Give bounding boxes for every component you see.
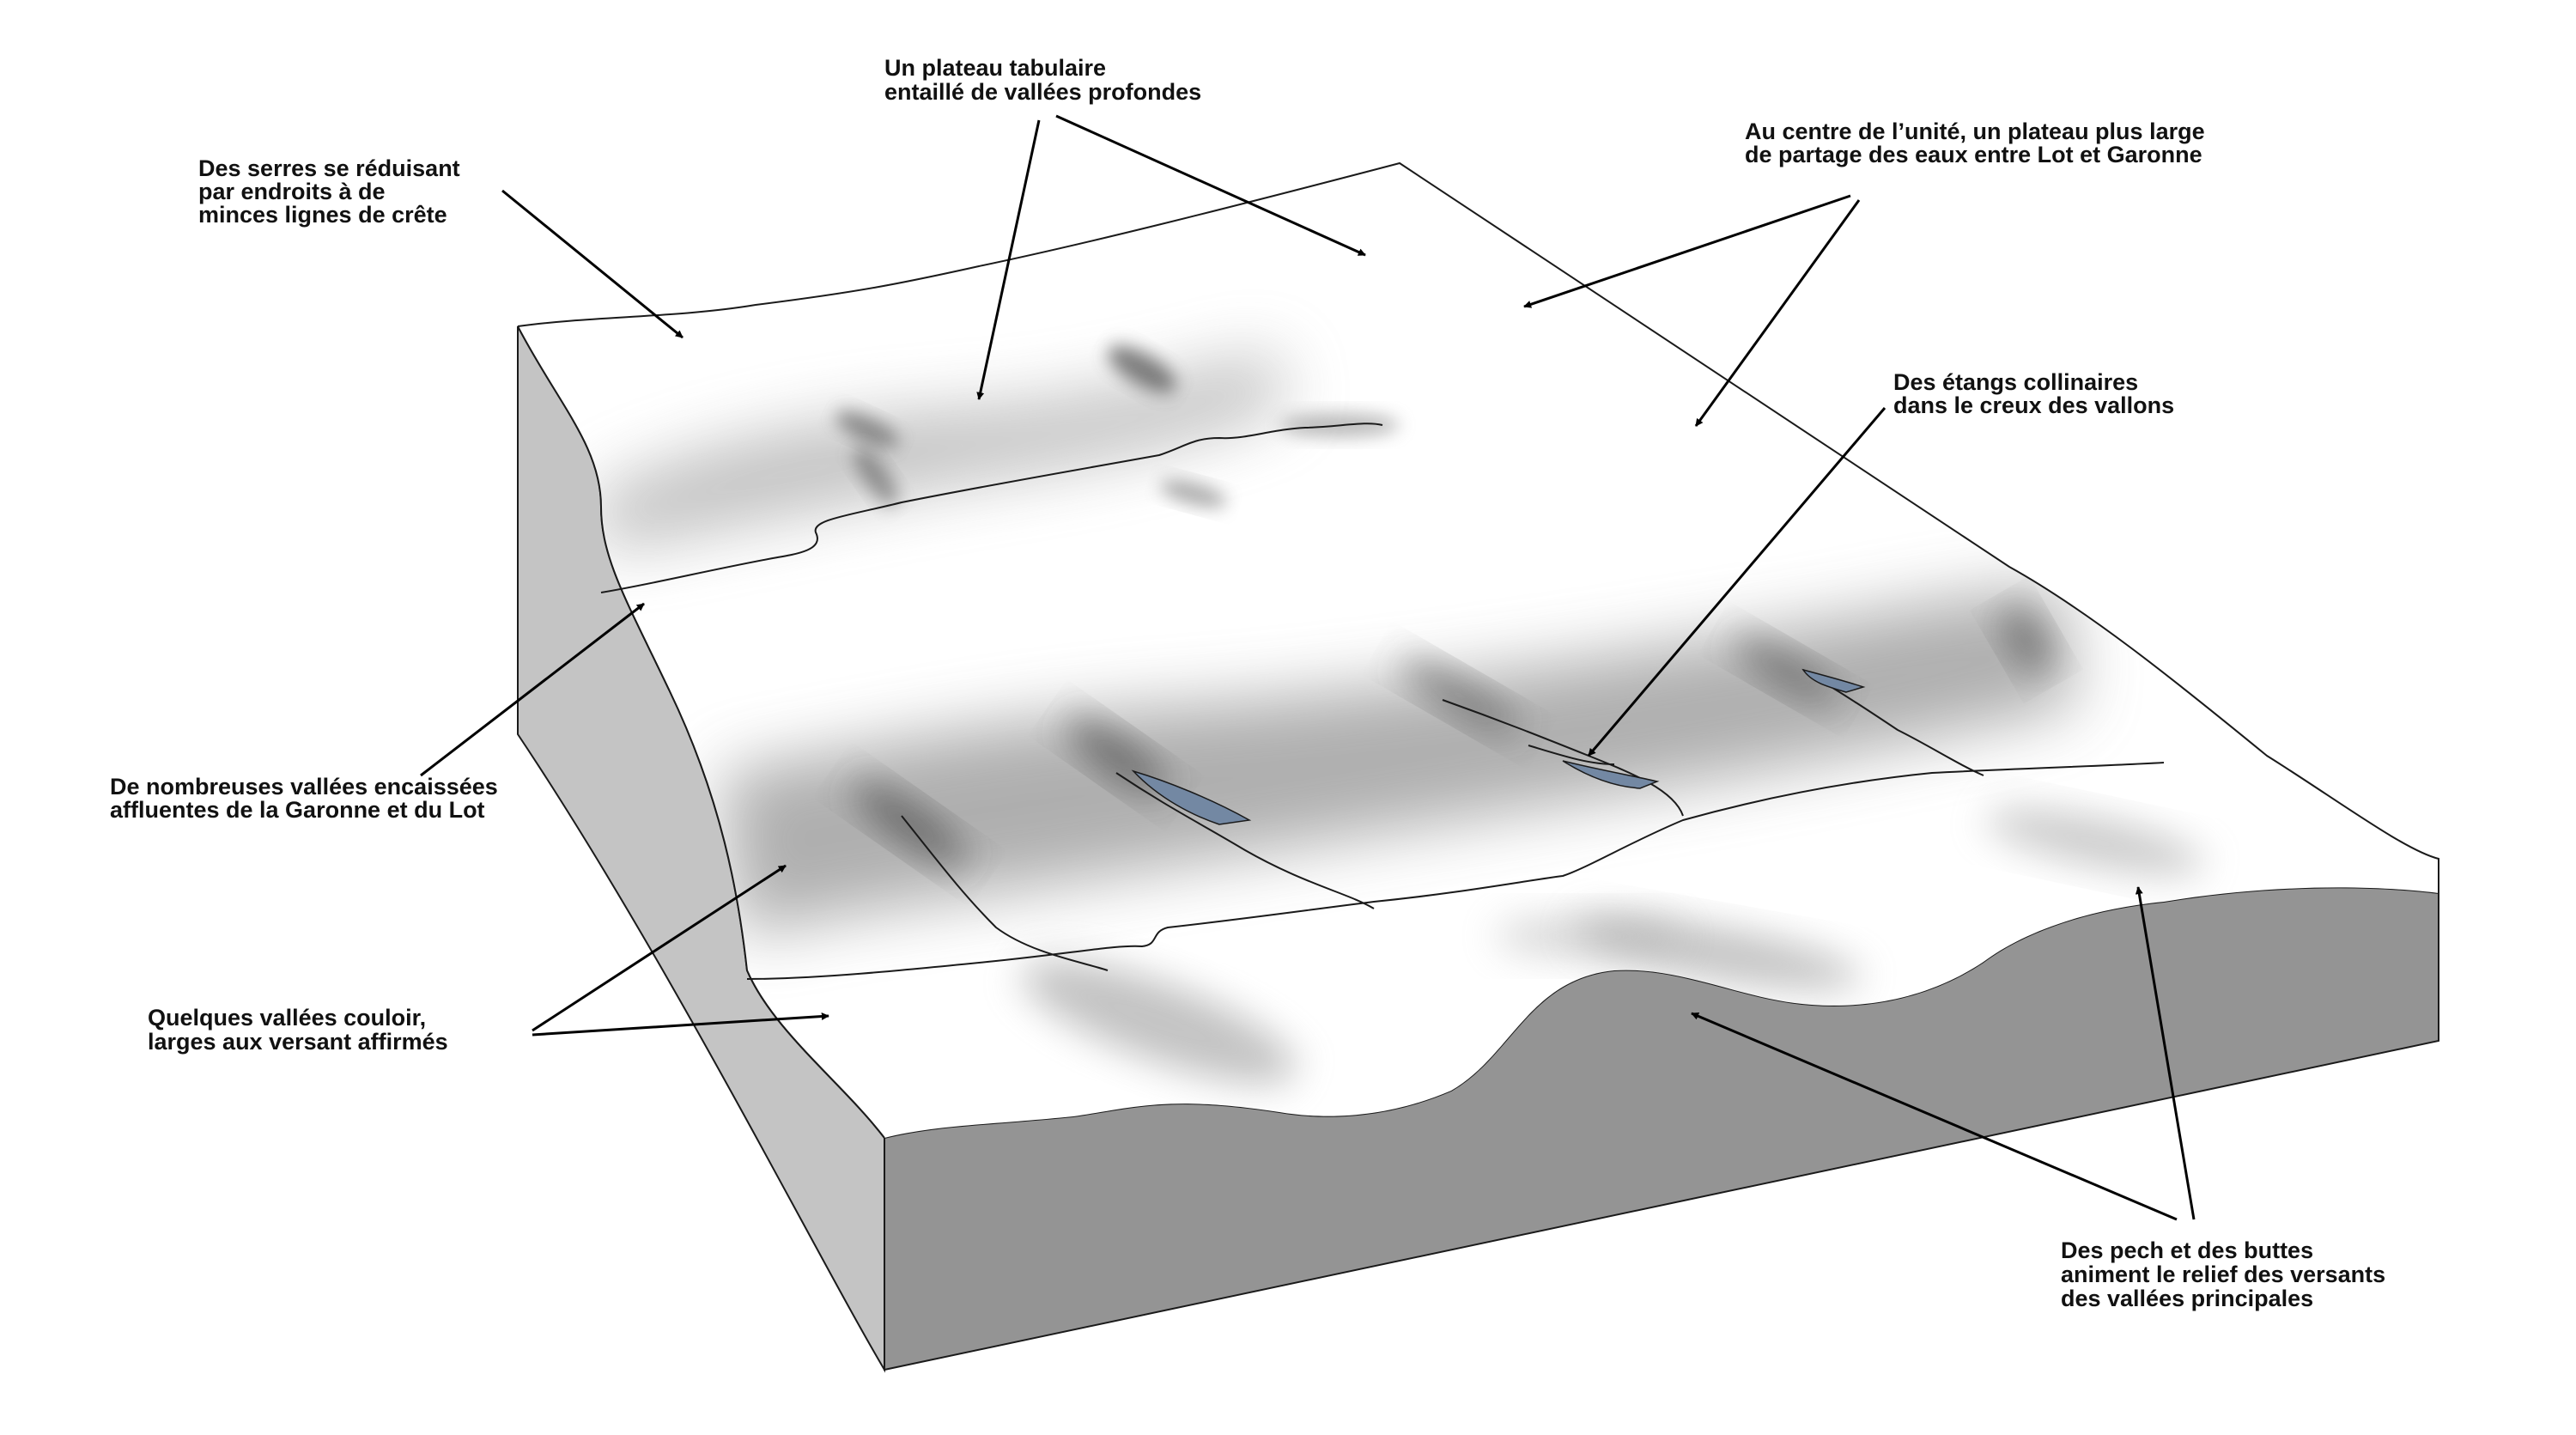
- arrow-plateau-tabulaire-1: [976, 119, 1041, 400]
- annotation-line: De nombreuses vallées encaissées: [110, 774, 498, 800]
- annotation-pech-buttes: Des pech et des buttes animent le relief…: [2061, 1237, 2385, 1311]
- upper-valley-stream: [600, 423, 1383, 593]
- annotation-line: Des pech et des buttes: [2061, 1237, 2313, 1263]
- annotation-line: entaillé de vallées profondes: [884, 79, 1201, 105]
- annotation-line: Quelques vallées couloir,: [148, 1005, 426, 1031]
- annotation-vallees-encaissees: De nombreuses vallées encaissées affluen…: [110, 774, 498, 823]
- annotation-line: Des étangs collinaires: [1893, 369, 2138, 395]
- main-valley-stream: [746, 762, 2165, 980]
- relief-shading: [592, 345, 2205, 1084]
- tributary-2: [1115, 772, 1375, 909]
- arrow-plateau-large-2: [1694, 199, 1861, 427]
- pond-2: [1562, 760, 1660, 789]
- arrow-etangs: [1587, 407, 1886, 757]
- annotation-line: de partage des eaux entre Lot et Garonne: [1745, 142, 2202, 167]
- annotation-line: larges aux versant affirmés: [148, 1029, 448, 1055]
- callout-arrows: [420, 114, 2196, 1221]
- arrow-vallees-couloir-1: [532, 864, 787, 1032]
- annotation-etangs: Des étangs collinaires dans le creux des…: [1893, 369, 2174, 418]
- annotation-vallees-couloir: Quelques vallées couloir, larges aux ver…: [148, 1005, 448, 1055]
- annotation-line: affluentes de la Garonne et du Lot: [110, 797, 485, 823]
- annotation-line: Au centre de l’unité, un plateau plus la…: [1745, 119, 2205, 144]
- pond-1: [1131, 769, 1252, 825]
- annotation-line: Des serres se réduisant: [198, 155, 460, 181]
- watercourses: [600, 423, 2165, 980]
- annotation-serres: Des serres se réduisant par endroits à d…: [198, 155, 460, 228]
- arrow-vallees-couloir-2: [532, 1012, 829, 1037]
- annotation-plateau-large: Au centre de l’unité, un plateau plus la…: [1745, 119, 2205, 167]
- ponds: [1131, 668, 1866, 825]
- annotation-plateau-tabulaire: Un plateau tabulaire entaillé de vallées…: [884, 55, 1201, 105]
- plateau-surface: [518, 163, 2439, 1138]
- annotation-line: par endroits à de: [198, 179, 386, 204]
- annotation-line: minces lignes de crête: [198, 202, 447, 228]
- annotation-line: des vallées principales: [2061, 1286, 2313, 1311]
- arrow-plateau-large-1: [1523, 194, 1851, 308]
- tributary-1: [901, 815, 1109, 971]
- annotation-line: dans le creux des vallons: [1893, 392, 2174, 418]
- tributary-4: [1802, 669, 1984, 776]
- annotation-line: animent le relief des versants: [2061, 1262, 2385, 1287]
- arrow-plateau-tabulaire-2: [1055, 114, 1366, 257]
- arrow-pech-2: [2135, 886, 2196, 1220]
- arrow-vallees-encaissees: [420, 602, 645, 777]
- arrow-pech-1: [1691, 1012, 2178, 1221]
- front-face: [884, 886, 2439, 1371]
- annotation-line: Un plateau tabulaire: [884, 55, 1106, 81]
- arrow-serres: [501, 189, 683, 339]
- pond-3: [1801, 668, 1866, 693]
